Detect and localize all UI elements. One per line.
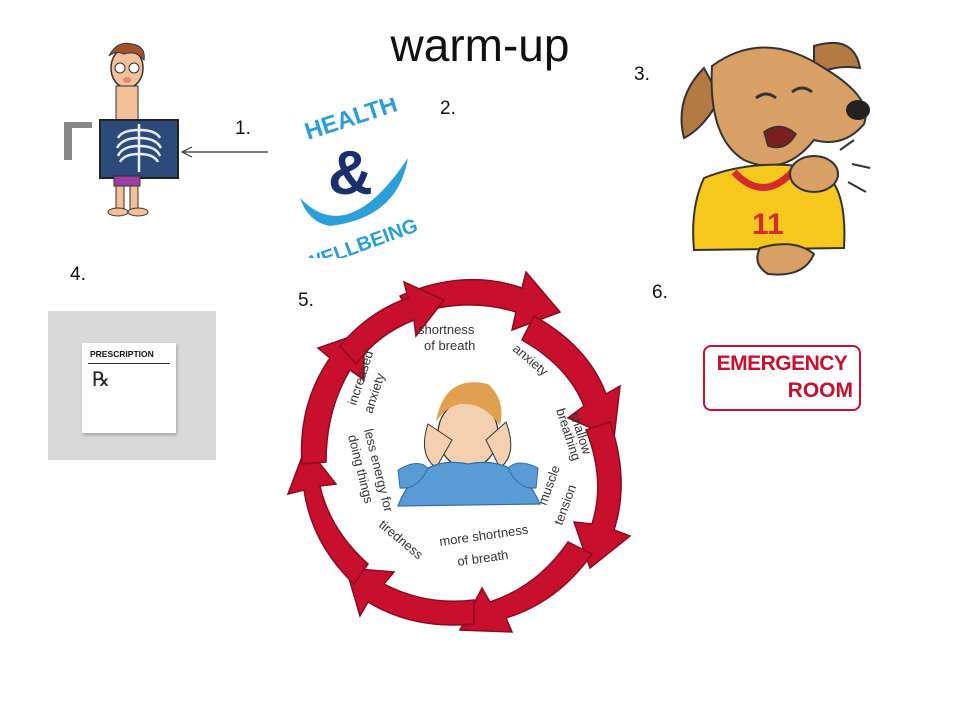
step-label-5a: more shortness — [438, 522, 529, 549]
label-5: 5. — [298, 290, 314, 311]
step-label-5b: of breath — [456, 547, 509, 569]
step-label-1b: of breath — [424, 338, 475, 353]
health-wellbeing-logo: HEALTH & WELLBEING — [300, 98, 421, 258]
label-4: 4. — [70, 264, 86, 285]
label-2: 2. — [440, 98, 456, 119]
label-3: 3. — [634, 64, 650, 85]
emergency-line-2: ROOM — [787, 379, 853, 402]
pointer-arrow-icon — [180, 146, 268, 158]
logo-ampersand: & — [328, 139, 373, 208]
stressed-person-icon — [397, 382, 541, 507]
cycle-arrow-5 — [344, 567, 475, 626]
cycle-arrow-8 — [339, 280, 446, 366]
slide-title: warm-up — [390, 19, 570, 71]
label-1: 1. — [235, 118, 251, 139]
cycle-arrow-3 — [572, 421, 632, 570]
cycle-arrow-1 — [398, 270, 562, 332]
jersey-number: 11 — [752, 208, 784, 241]
anxiety-cycle-diagram: shortness of breath anxiety shallow brea… — [286, 270, 632, 633]
xray-person-illustration — [64, 42, 179, 217]
prescription-paper: PRESCRIPTION ℞ — [82, 343, 176, 433]
xray-stand-icon — [64, 122, 72, 160]
step-label-1a: shortness — [418, 322, 475, 337]
prescription-photo: PRESCRIPTION ℞ — [48, 311, 216, 460]
prescription-heading: PRESCRIPTION — [90, 349, 154, 359]
coughing-dog-illustration: 11 — [680, 41, 871, 276]
emergency-room-sign: EMERGENCY ROOM — [703, 345, 861, 411]
smile-swoosh-icon — [300, 158, 408, 226]
emergency-line-1: EMERGENCY — [716, 352, 848, 375]
step-label-6: tiredness — [376, 517, 426, 563]
rx-symbol: ℞ — [92, 367, 110, 391]
label-6: 6. — [652, 282, 668, 303]
